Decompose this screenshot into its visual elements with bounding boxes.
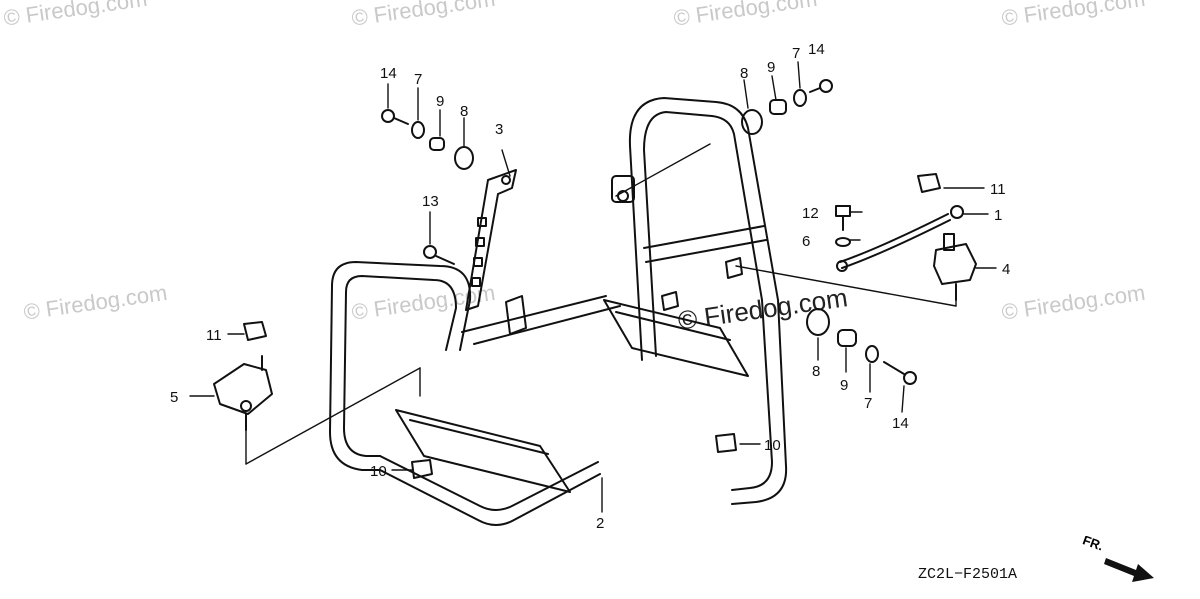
callout-8: 8: [740, 65, 748, 82]
callout-7: 7: [792, 45, 800, 62]
callout-4: 4: [1002, 261, 1010, 278]
callout-9: 9: [436, 93, 444, 110]
callout-3: 3: [495, 121, 503, 138]
callout-11: 11: [990, 181, 1006, 198]
callout-11: 11: [206, 327, 222, 344]
callout-8: 8: [460, 103, 468, 120]
callout-10: 10: [370, 463, 387, 480]
support-bracket: [465, 169, 517, 311]
nuts: [243, 173, 941, 479]
hardware-right-middle: [806, 308, 917, 385]
bolt-and-washer: [835, 205, 851, 247]
callout-6: 6: [802, 233, 810, 250]
callout-9: 9: [767, 59, 775, 76]
callout-7: 7: [414, 71, 422, 88]
callout-8: 8: [812, 363, 820, 380]
hardware-top-right: [741, 79, 833, 135]
callout-14: 14: [808, 41, 825, 58]
callout-10: 10: [764, 437, 781, 454]
front-direction-arrow-icon: FR.: [1081, 536, 1154, 582]
callout-1: 1: [994, 207, 1002, 224]
direction-label: FR.: [1081, 536, 1106, 554]
callout-13: 13: [422, 193, 439, 210]
callout-14: 14: [892, 415, 909, 432]
ground-cable: [836, 205, 964, 272]
mount-rubber-left: [213, 355, 273, 431]
mount-rubber-right: [933, 233, 977, 301]
main-frame: [329, 97, 788, 526]
callout-14: 14: [380, 65, 397, 82]
bolt-13: [423, 245, 455, 265]
callout-12: 12: [802, 205, 819, 222]
hardware-top-left: [381, 109, 474, 170]
callout-2: 2: [596, 515, 604, 532]
diagram-code: ZC2L−F2501A: [918, 566, 1018, 583]
leader-lines: [189, 61, 997, 513]
callout-7: 7: [864, 395, 872, 412]
callout-5: 5: [170, 389, 178, 406]
callout-9: 9: [840, 377, 848, 394]
